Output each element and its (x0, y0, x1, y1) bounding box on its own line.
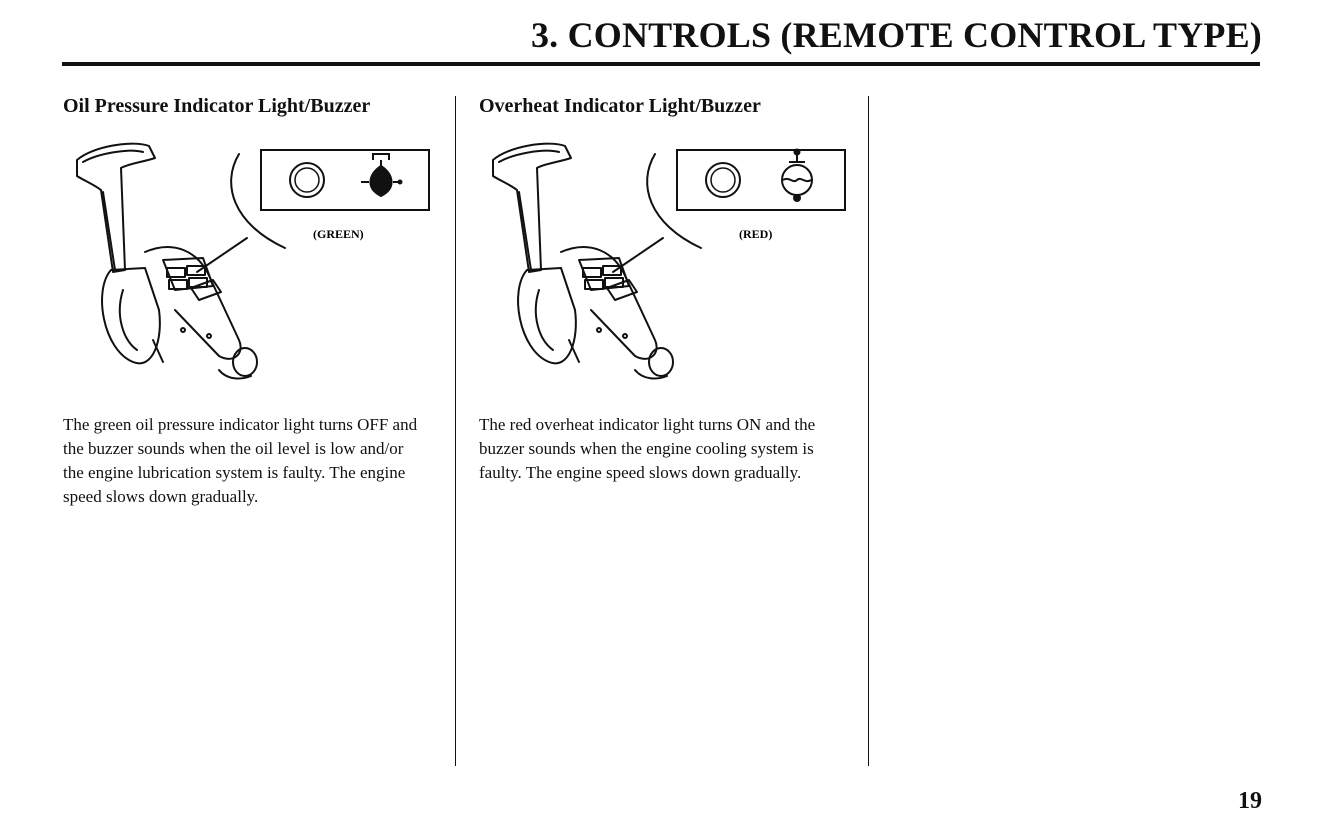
section-heading: Oil Pressure Indicator Light/Buzzer (63, 95, 371, 117)
section-body: The green oil pressure indicator light t… (63, 415, 418, 506)
header-rule (62, 62, 1260, 66)
overheat-icon (781, 148, 813, 202)
section-body: The red overheat indicator light turns O… (479, 415, 816, 482)
indicator-light-icon (705, 162, 741, 198)
indicator-color-label: (RED) (739, 227, 772, 241)
remote-control-illustration: (GREEN) (76, 142, 430, 380)
page-number: 19 (1238, 788, 1262, 814)
page-title: 3. CONTROLS (REMOTE CONTROL TYPE) (530, 15, 1262, 55)
remote-control-illustration: (RED) (492, 142, 846, 380)
oil-pressure-icon (361, 153, 403, 198)
overheat-section: Overheat Indicator Light/Buzzer (479, 95, 869, 482)
column-divider (868, 96, 869, 766)
column-divider (455, 96, 456, 766)
indicator-color-label: (GREEN) (313, 227, 364, 241)
section-heading: Overheat Indicator Light/Buzzer (479, 95, 761, 117)
oil-pressure-section: Oil Pressure Indicator Light/Buzzer (63, 95, 453, 506)
indicator-light-icon (289, 162, 325, 198)
